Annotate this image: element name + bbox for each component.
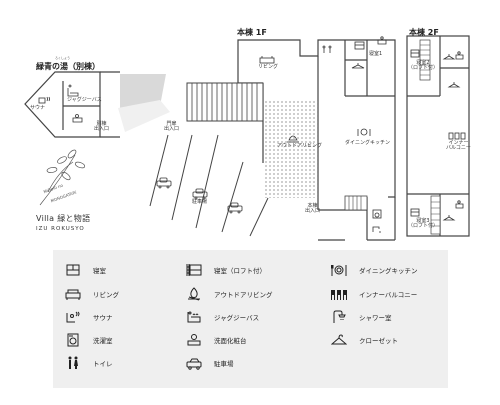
car-icon — [156, 177, 172, 189]
legend-label: アウトドアリビング — [214, 291, 273, 299]
bedroom-icon — [354, 41, 365, 50]
label-sauna: サウナ — [30, 105, 46, 111]
stairs-1f — [186, 82, 264, 122]
label-jacuzzi: ジャグジーバス — [67, 97, 102, 103]
label-gate-entrance: 門扉 出入口 — [164, 121, 180, 133]
chairs-icon — [448, 132, 466, 140]
bathtub-icon — [67, 84, 79, 97]
shower-icon — [372, 226, 381, 233]
legend-label: 寝室（ロフト付） — [214, 267, 266, 275]
annex-title-ruby: ろくしょう — [55, 56, 71, 60]
legend-label: ジャグジーバス — [214, 314, 260, 322]
legend-item-sauna: サウナ — [65, 309, 113, 325]
car-icon — [227, 202, 243, 214]
washing-machine-icon — [67, 333, 79, 347]
label-main-entrance: 本棟 出入口 — [305, 203, 321, 215]
loft-bedroom-icon — [186, 264, 202, 276]
legend-label: トイレ — [93, 360, 113, 368]
car-icon — [192, 188, 208, 200]
label-bedroom1: 寝室1 — [369, 51, 383, 57]
washbasin-icon — [377, 36, 387, 45]
hanger-icon — [447, 82, 461, 88]
dining-icon — [357, 128, 371, 136]
legend-item-living: リビング — [65, 286, 119, 302]
sauna-icon — [66, 311, 80, 323]
living-sofa-icon — [259, 56, 275, 64]
car-icon — [186, 358, 202, 370]
label-annex-entrance: 別棟 出入口 — [94, 121, 110, 133]
legend-label: サウナ — [93, 314, 113, 322]
annex-title: 緑青の湯（別棟） — [36, 62, 100, 71]
hanger-icon — [351, 63, 365, 69]
label-parking: 駐車場 — [192, 199, 208, 205]
legend-item-toilet: トイレ — [65, 355, 113, 371]
bedroom-icon — [410, 208, 420, 217]
campfire-icon — [287, 135, 299, 143]
washbasin-icon — [455, 51, 464, 60]
label-inner-balcony: インナー バルコニー — [446, 140, 471, 152]
bedroom-icon — [66, 264, 80, 276]
bedroom-icon — [410, 49, 420, 58]
stairs-1f-right — [344, 195, 368, 211]
hanger-icon — [331, 334, 347, 345]
legend-item-shower: シャワー室 — [331, 309, 392, 325]
outdoor-living-area — [265, 101, 318, 198]
legend-item-inner-balcony: インナーバルコニー — [331, 286, 417, 302]
legend-label: 寝室 — [93, 267, 106, 275]
legend-label: 駐車場 — [214, 360, 234, 368]
legend-item-outdoor-living: アウトドアリビング — [186, 286, 273, 302]
logo-sub: IZU ROKUSYO — [36, 226, 85, 232]
toilet-icon — [322, 45, 332, 53]
label-outdoor-living: アウトドアリビング — [277, 143, 323, 149]
label-dining-kitchen: ダイニングキッチン — [345, 140, 391, 146]
label-bedroom3: 寝室3 （ロフト付） — [408, 218, 439, 230]
legend-label: シャワー室 — [359, 314, 392, 322]
floor-map — [24, 35, 470, 241]
main-2f-title: 本棟 2F — [409, 28, 439, 37]
campfire-icon — [188, 287, 200, 301]
sauna-icon — [38, 96, 50, 104]
legend-item-dining: ダイニングキッチン — [331, 262, 418, 278]
legend-item-parking: 駐車場 — [186, 355, 234, 371]
legend-item-loft-bedroom: 寝室（ロフト付） — [186, 262, 266, 278]
corridor-path — [118, 100, 170, 132]
chairs-icon — [331, 290, 347, 300]
washbasin-icon — [187, 334, 201, 346]
washbasin-icon — [72, 114, 83, 123]
hanger-icon — [442, 54, 456, 60]
legend-label: リビング — [93, 291, 119, 299]
legend-item-jacuzzi: ジャグジーバス — [186, 309, 259, 325]
stairs-2f-bottom — [430, 195, 441, 235]
label-living: リビング — [258, 64, 279, 70]
washbasin-icon — [455, 200, 464, 209]
legend-panel: 寝室 リビング サウナ 洗濯室 トイレ 寝室（ロフト付） アウトドアリビング ジ… — [53, 250, 448, 388]
legend-label: インナーバルコニー — [359, 291, 418, 299]
legend-item-washbasin: 洗面化粧台 — [186, 332, 247, 348]
legend-label: 洗面化粧台 — [214, 337, 247, 345]
corridor — [120, 74, 166, 110]
washing-machine-icon — [372, 209, 382, 219]
main-1f-title: 本棟 1F — [237, 28, 267, 37]
logo-leaves-illustration — [39, 149, 86, 206]
hanger-icon — [442, 215, 456, 221]
legend-label: ダイニングキッチン — [359, 267, 418, 275]
bathtub-icon — [187, 311, 201, 323]
label-bedroom2: 寝室2 （ロフト付） — [408, 60, 439, 72]
legend-item-closet: クローゼット — [331, 332, 398, 348]
dining-icon — [331, 265, 347, 276]
shower-icon — [333, 310, 346, 323]
legend-item-bedroom: 寝室 — [65, 262, 106, 278]
legend-label: クローゼット — [359, 337, 398, 345]
legend-item-laundry: 洗濯室 — [65, 332, 113, 348]
parking-lines — [149, 134, 269, 237]
living-sofa-icon — [65, 289, 81, 300]
legend-label: 洗濯室 — [93, 337, 113, 345]
toilet-icon — [68, 356, 78, 369]
logo-name: Villa 緑と物語 — [36, 214, 91, 223]
annex-walls — [24, 71, 120, 138]
